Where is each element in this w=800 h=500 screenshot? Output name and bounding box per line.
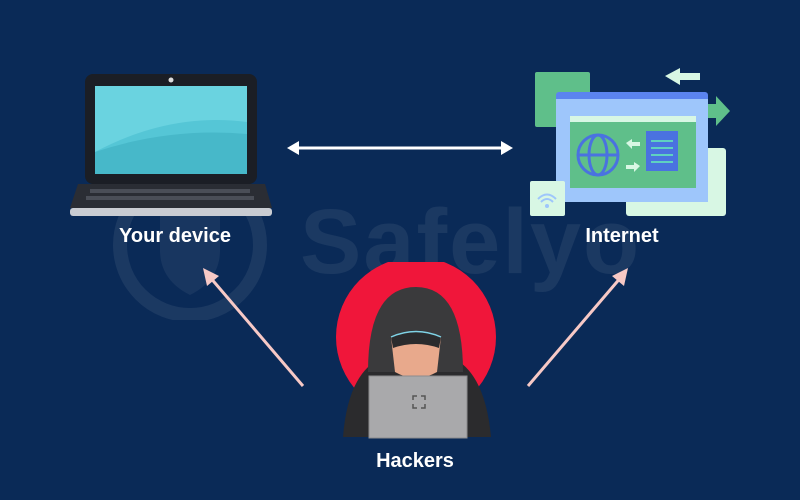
hacker-icon: [336, 262, 496, 439]
attack-arrow-to-internet: [526, 268, 628, 387]
internet-browser-icon: [530, 68, 730, 216]
laptop-icon: [70, 74, 272, 216]
hackers-label: Hackers: [376, 450, 454, 472]
internet-label: Internet: [585, 225, 659, 247]
bidirectional-arrow: [287, 141, 513, 155]
attack-arrow-to-device: [203, 268, 305, 387]
watermark-text: Safelyo: [300, 191, 642, 293]
device-label: Your device: [119, 225, 231, 247]
